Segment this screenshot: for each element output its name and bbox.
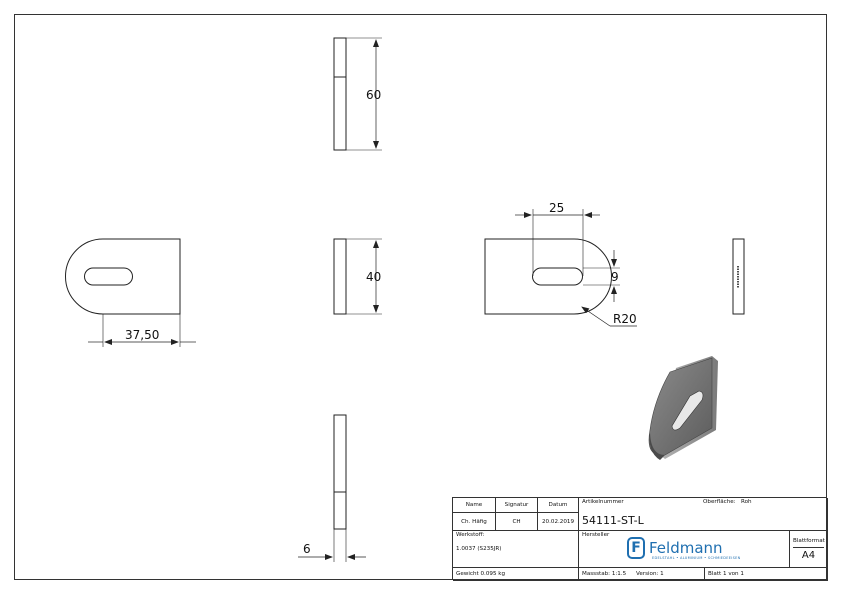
blattformat-label: Blattformat <box>793 538 825 544</box>
werkstoff-value: 1.0037 (S235JR) <box>456 546 502 552</box>
datum-value: 20.02.2019 <box>538 513 579 531</box>
oberflaeche-label: Oberfläche: <box>703 499 736 505</box>
dim-r20-label: R20 <box>613 312 637 326</box>
name-value: Ch. Häfig <box>453 513 496 531</box>
dim-40-label: 40 <box>366 270 381 284</box>
massstab: Massstab: 1:1.5 <box>582 571 627 577</box>
version: Version: 1 <box>635 571 664 577</box>
datum-label: Datum <box>538 498 579 513</box>
signatur-label: Signatur <box>496 498 538 513</box>
hersteller-cell: Hersteller F Feldmann EDELSTAHL • ALUMIN… <box>579 531 790 568</box>
dim-60-label: 60 <box>366 88 381 102</box>
artikelnummer-value: 54111-ST-L <box>582 514 644 527</box>
oberflaeche-value: Roh <box>741 499 752 505</box>
feldmann-logo-icon: F <box>627 537 645 559</box>
isometric-view <box>648 356 718 460</box>
werkstoff-label: Werkstoff: <box>456 532 485 538</box>
title-block: Name Signatur Datum Ch. Häfig CH 20.02.2… <box>452 497 828 581</box>
name-label: Name <box>453 498 496 513</box>
side-view-bottom <box>298 414 366 562</box>
blatt: Blatt 1 von 1 <box>705 568 828 581</box>
massstab-cell: Massstab: 1:1.5 Version: 1 <box>579 568 705 581</box>
werkstoff-cell: Werkstoff: 1.0037 (S235JR) <box>453 531 579 568</box>
feldmann-logo-tagline: EDELSTAHL • ALUMINIUM • SCHMIEDEEISEN <box>652 556 741 560</box>
gewicht: Gewicht 0.095 kg <box>453 568 579 581</box>
artikelnummer-label: Artikelnummer <box>582 499 624 505</box>
blattformat-cell: Blattformat A4 <box>790 531 828 568</box>
dim-9-label: 9 <box>611 270 619 284</box>
edge-view-right <box>732 238 745 315</box>
feldmann-logo: F Feldmann EDELSTAHL • ALUMINIUM • SCHMI… <box>627 537 740 560</box>
hersteller-label: Hersteller <box>582 532 610 538</box>
signatur-value: CH <box>496 513 538 531</box>
front-view-left <box>65 238 196 347</box>
dim-6-label: 6 <box>303 542 311 556</box>
front-view-right <box>484 209 637 327</box>
dim-37-50-label: 37,50 <box>125 328 159 342</box>
dim-25-label: 25 <box>549 201 564 215</box>
drawing-border <box>14 14 827 580</box>
side-view-60 <box>333 37 382 151</box>
blattformat-value: A4 <box>793 547 824 561</box>
side-view-40 <box>333 238 382 315</box>
artikel-cell: Artikelnummer Oberfläche: Roh 54111-ST-L <box>579 498 828 531</box>
feldmann-logo-name: Feldmann <box>649 539 723 557</box>
